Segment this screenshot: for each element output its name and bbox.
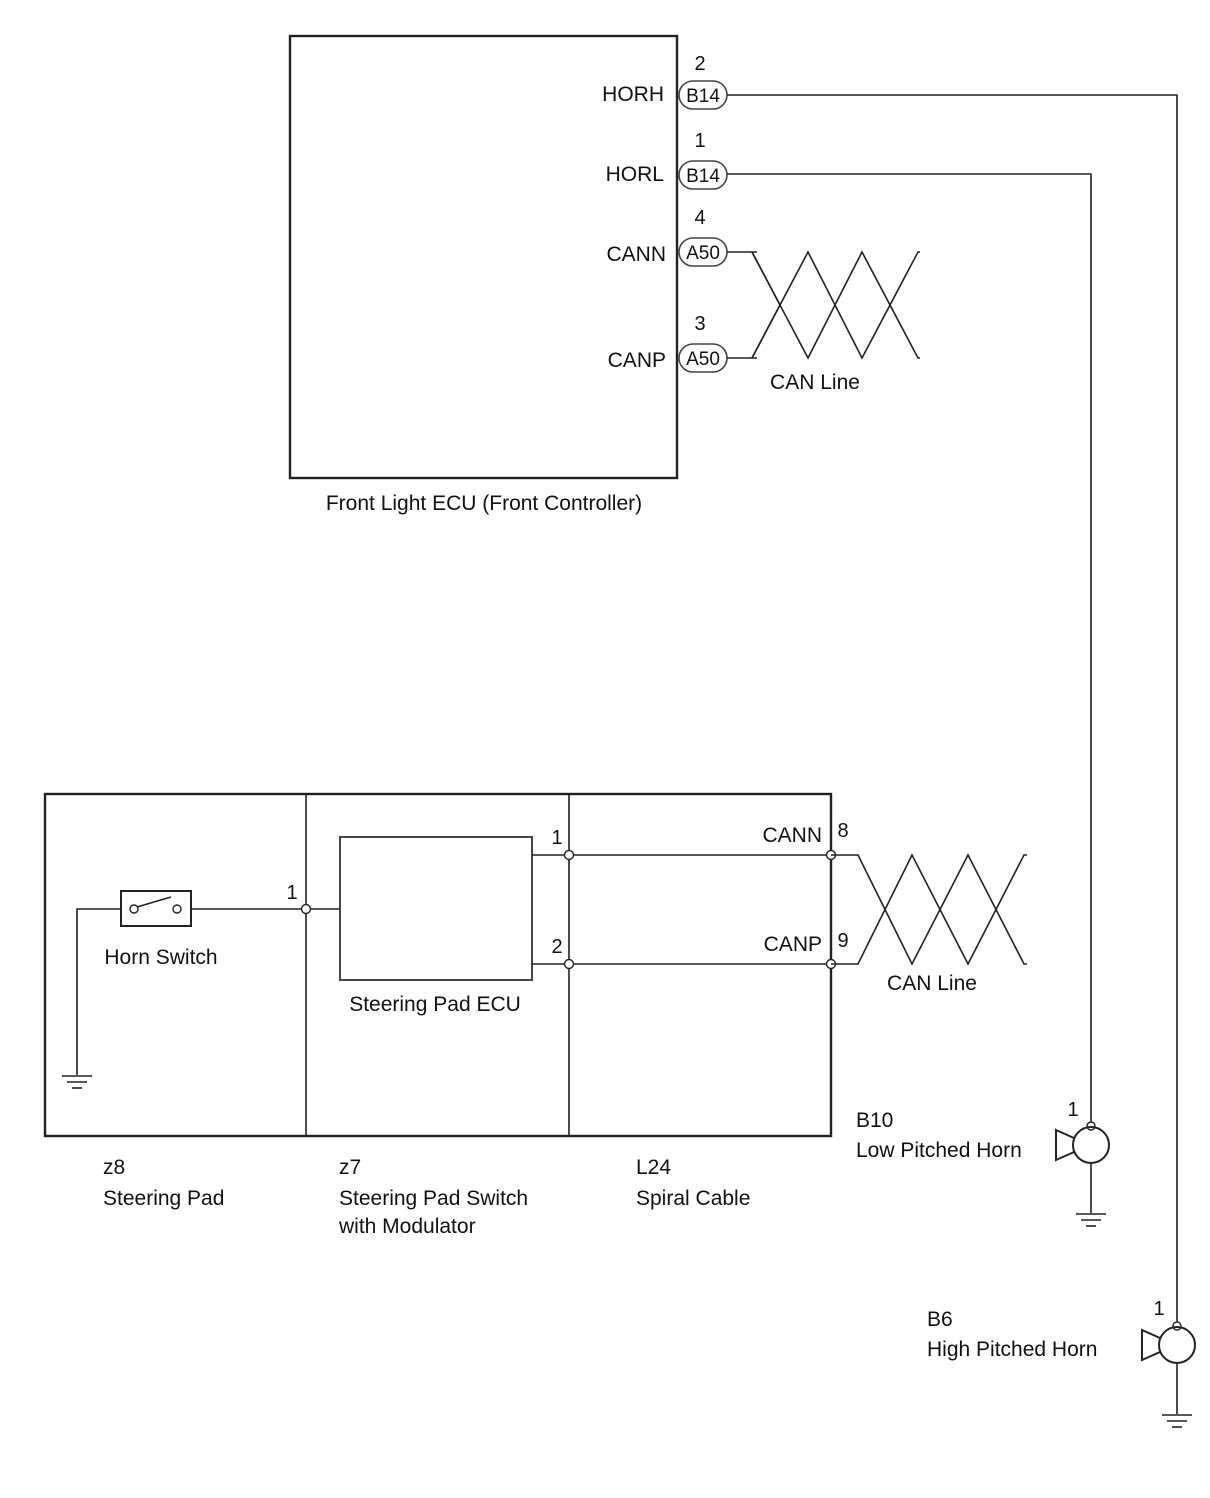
b6-pin-number: 1 bbox=[1153, 1298, 1164, 1320]
horn-switch-label: Horn Switch bbox=[104, 946, 217, 969]
horh-signal-label: HORH bbox=[602, 83, 664, 106]
lower-can-twisted-pair bbox=[831, 853, 1027, 966]
horn-switch-blade bbox=[136, 896, 172, 908]
horh-connector-id: B14 bbox=[686, 86, 720, 107]
horl-signal-label: HORL bbox=[606, 163, 664, 186]
horl-wire bbox=[727, 173, 1092, 1122]
cann-junction-node bbox=[563, 849, 575, 861]
lower-cann-signal-label: CANN bbox=[762, 824, 822, 847]
horn-switch-contact-left bbox=[129, 904, 139, 914]
z8-name: Steering Pad bbox=[103, 1187, 224, 1210]
horn-switch-ground-icon bbox=[62, 1075, 92, 1089]
z7-code: z7 bbox=[339, 1156, 361, 1179]
upper-can-twisted-pair bbox=[727, 250, 920, 360]
front-light-ecu-title: Front Light ECU (Front Controller) bbox=[326, 492, 642, 515]
b6-name: High Pitched Horn bbox=[927, 1338, 1097, 1361]
horl-pin-number: 1 bbox=[694, 130, 705, 152]
upper-can-line-label: CAN Line bbox=[770, 371, 860, 394]
ecu-canp-pin-number: 3 bbox=[694, 313, 705, 335]
l24-code: L24 bbox=[636, 1156, 671, 1179]
horn-switch-pin-number: 1 bbox=[286, 882, 297, 904]
canp-junction-node bbox=[563, 958, 575, 970]
horn-switch-ground-wire bbox=[76, 908, 121, 1075]
front-light-ecu-box bbox=[288, 34, 679, 480]
ecu-canp-connector-id: A50 bbox=[686, 349, 720, 370]
z8-code: z8 bbox=[103, 1156, 125, 1179]
horl-connector-oval bbox=[678, 160, 728, 190]
z7-name-line2: with Modulator bbox=[338, 1215, 476, 1238]
steering-pad-ecu-box bbox=[339, 836, 533, 981]
horh-wire bbox=[727, 94, 1178, 1322]
upper-can-twisted-pair-ends bbox=[751, 251, 781, 359]
b10-name: Low Pitched Horn bbox=[856, 1139, 1022, 1162]
b10-ground-icon bbox=[1076, 1213, 1106, 1227]
ecu-cann-signal-label: CANN bbox=[606, 243, 666, 266]
horn-switch-junction-node bbox=[300, 903, 312, 915]
b10-pin-number: 1 bbox=[1067, 1099, 1078, 1121]
lower-cann-pin-number: 8 bbox=[837, 820, 848, 842]
horh-pin-number: 2 bbox=[694, 53, 705, 75]
ecu-pin-2: 2 bbox=[551, 936, 562, 958]
z7-name: Steering Pad Switch bbox=[339, 1187, 528, 1210]
lower-can-line-label: CAN Line bbox=[887, 972, 977, 995]
ecu-pin-1: 1 bbox=[551, 827, 562, 849]
steering-pad-ecu-label: Steering Pad ECU bbox=[349, 993, 521, 1016]
high-pitched-horn-icon bbox=[1141, 1326, 1196, 1364]
ecu-canp-signal-label: CANP bbox=[608, 349, 666, 372]
b6-ground-icon bbox=[1162, 1414, 1192, 1428]
b10-code: B10 bbox=[856, 1109, 893, 1132]
horl-connector-id: B14 bbox=[686, 166, 720, 187]
low-pitched-horn-icon bbox=[1055, 1126, 1110, 1164]
lower-canp-signal-label: CANP bbox=[764, 933, 822, 956]
horn-switch-contact-right bbox=[172, 904, 182, 914]
b6-code: B6 bbox=[927, 1308, 953, 1331]
ecu-cann-connector-id: A50 bbox=[686, 243, 720, 264]
ecu-cann-pin-number: 4 bbox=[694, 207, 705, 229]
lower-canp-pin-number: 9 bbox=[837, 930, 848, 952]
l24-name: Spiral Cable bbox=[636, 1187, 750, 1210]
